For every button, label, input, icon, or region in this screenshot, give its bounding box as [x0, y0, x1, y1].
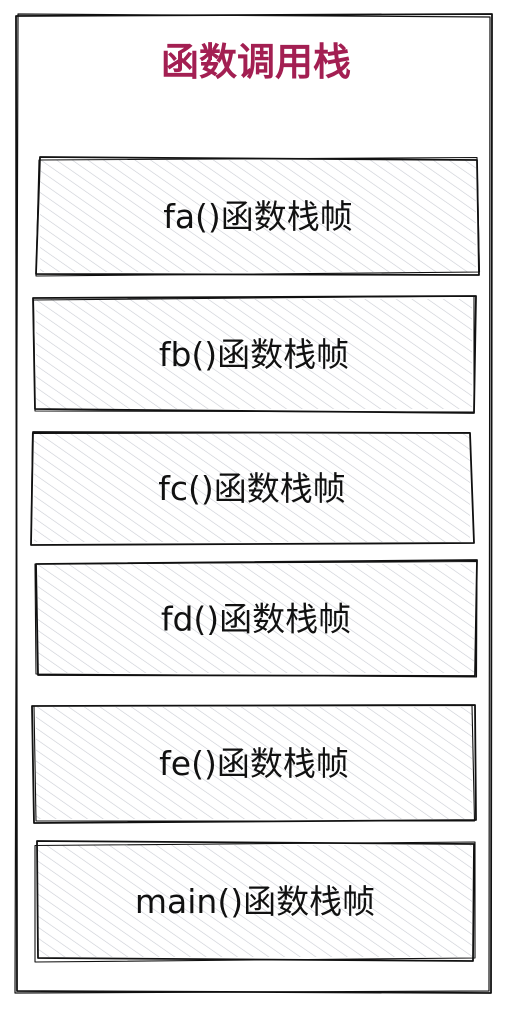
stack-frame-label: fa()函数栈帧: [163, 197, 353, 236]
stack-frame-label: main()函数栈帧: [135, 882, 375, 921]
stack-frame: main()函数栈帧: [34, 840, 476, 963]
stack-frame: fd()函数栈帧: [34, 559, 478, 678]
stack-frame: fa()函数栈帧: [35, 156, 481, 277]
stack-frame-label: fd()函数栈帧: [161, 600, 351, 639]
stack-frames: fa()函数栈帧 fb()函数栈帧 fc()函数栈帧 fd()函数栈帧 fe()函数栈帧…: [30, 156, 481, 963]
stack-frame-label: fe()函数栈帧: [159, 744, 349, 783]
stack-frame: fb()函数栈帧: [32, 295, 477, 414]
stack-container: [14, 13, 493, 994]
stack-title: 函数调用栈: [161, 40, 351, 84]
stack-frame-label: fc()函数栈帧: [158, 469, 346, 508]
stack-frame: fc()函数栈帧: [30, 431, 475, 546]
stack-frame-label: fb()函数栈帧: [159, 335, 349, 374]
stack-frame: fe()函数栈帧: [31, 704, 477, 824]
